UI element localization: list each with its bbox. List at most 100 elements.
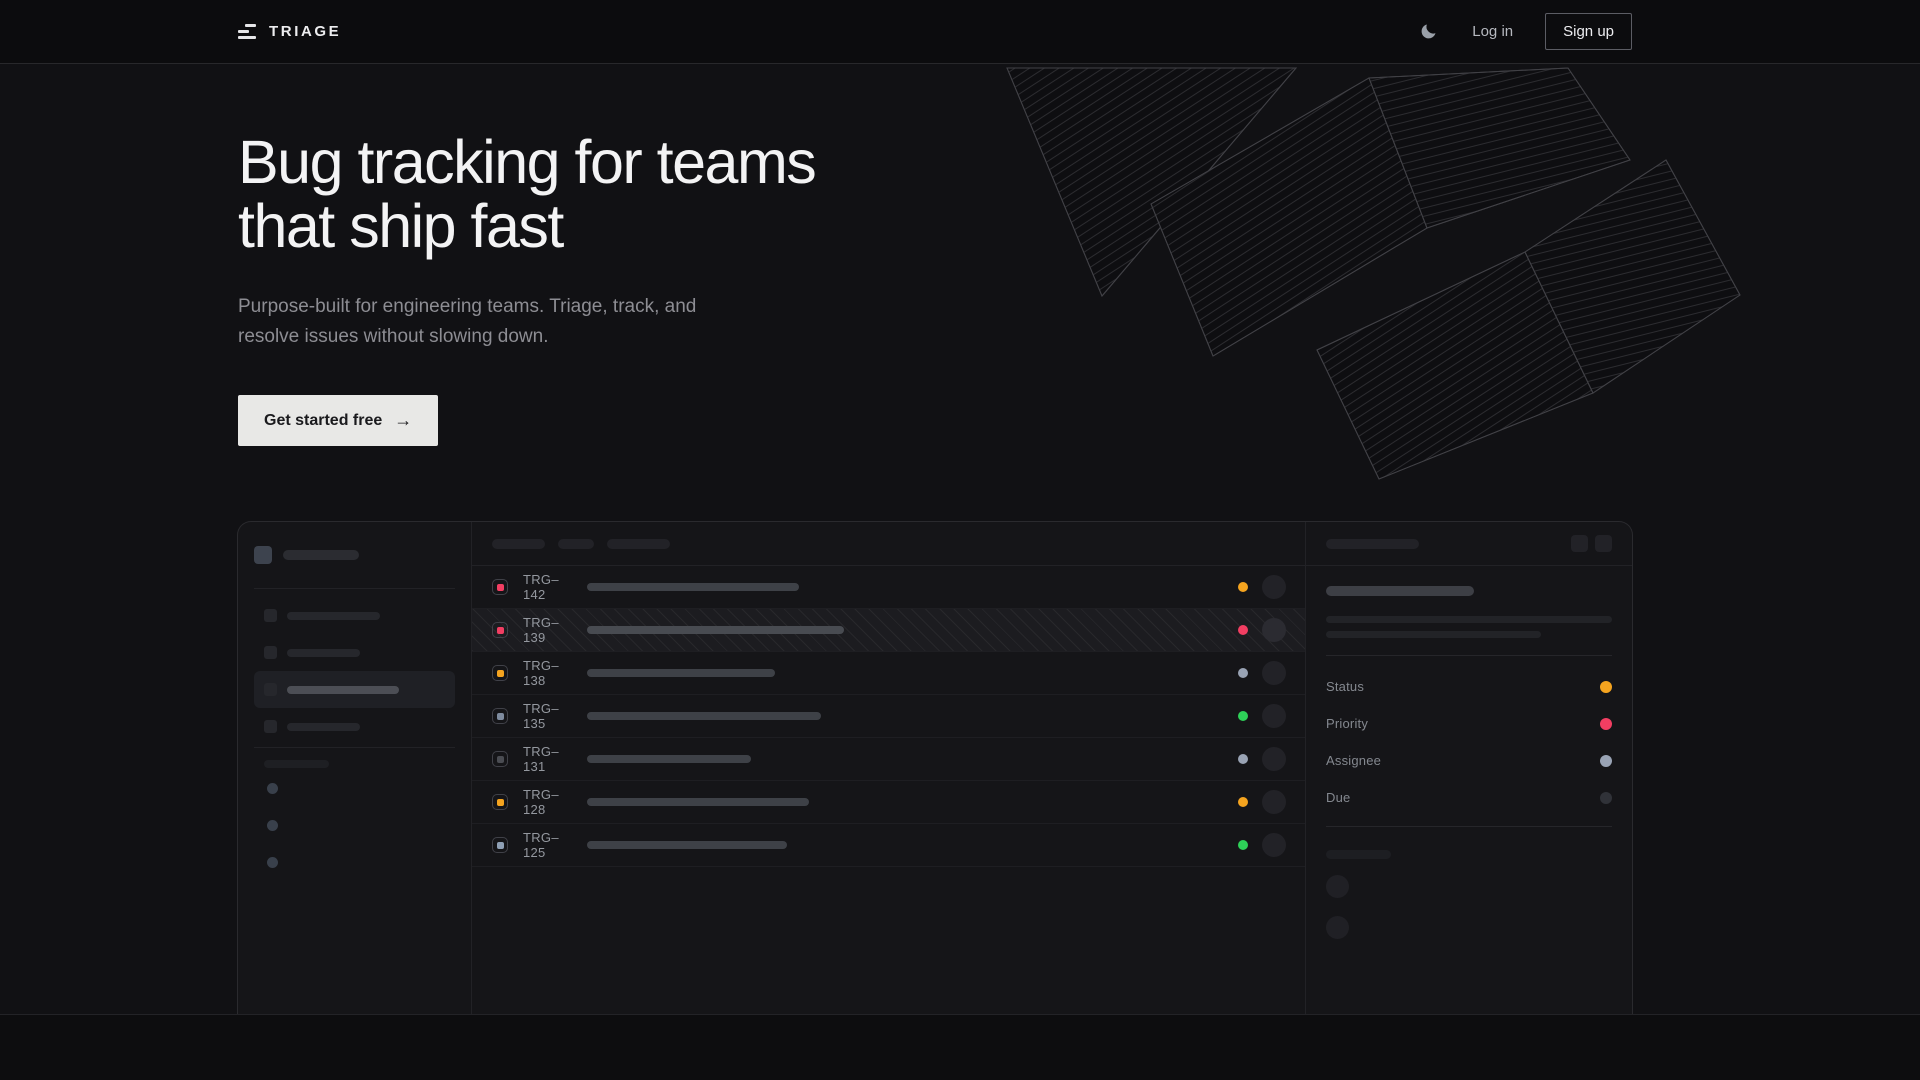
issue-priority-icon xyxy=(492,751,508,767)
detail-field-row: Due xyxy=(1326,779,1612,816)
sidebar-nav-item xyxy=(254,708,455,745)
filter-tab-skeleton xyxy=(492,538,545,549)
nav-item-icon xyxy=(264,609,277,622)
nav-item-icon xyxy=(264,646,277,659)
nav-item-label-skeleton xyxy=(287,722,360,731)
list-header xyxy=(472,522,1305,566)
log-in-link[interactable]: Log in xyxy=(1470,19,1515,44)
mock-sidebar xyxy=(238,522,472,1014)
issue-row: TRG–135 xyxy=(472,695,1305,738)
detail-action-icon xyxy=(1595,535,1612,552)
issue-id: TRG–142 xyxy=(523,572,559,602)
detail-field-row: Assignee xyxy=(1326,742,1612,779)
triage-logo-icon xyxy=(238,24,256,39)
get-started-button[interactable]: Get started free → xyxy=(238,395,439,446)
issue-status-dot xyxy=(1238,668,1248,678)
issue-id: TRG–139 xyxy=(523,615,559,645)
theme-toggle-moon-icon[interactable] xyxy=(1417,20,1440,43)
activity-avatar xyxy=(1326,875,1349,898)
issue-avatar xyxy=(1262,575,1286,599)
detail-field-row: Status xyxy=(1326,668,1612,705)
issue-id: TRG–138 xyxy=(523,658,559,688)
brand: TRIAGE xyxy=(238,23,341,40)
issue-priority-icon xyxy=(492,665,508,681)
top-nav: TRIAGE Log in Sign up xyxy=(0,0,1920,64)
detail-divider xyxy=(1326,826,1612,827)
issue-title-skeleton xyxy=(587,712,821,720)
activity-label-skeleton xyxy=(1326,850,1391,859)
detail-field-label: Status xyxy=(1326,679,1365,694)
issue-priority-icon xyxy=(492,579,508,595)
issue-title-skeleton xyxy=(587,841,787,849)
issue-row: TRG–139 xyxy=(472,609,1305,652)
issue-priority-icon xyxy=(492,622,508,638)
sidebar-nav-item-active xyxy=(254,671,455,708)
workspace-name-skeleton xyxy=(283,550,359,560)
label-dot xyxy=(267,783,278,794)
issue-avatar xyxy=(1262,661,1286,685)
activity-avatar xyxy=(1326,916,1349,939)
wireframe-decoration xyxy=(1006,67,1741,480)
issue-status-dot xyxy=(1238,625,1248,635)
detail-breadcrumb-skeleton xyxy=(1326,538,1419,549)
issue-title-skeleton xyxy=(587,583,799,591)
detail-field-value-dot xyxy=(1600,680,1612,693)
nav-item-icon xyxy=(264,720,277,733)
issue-status-dot xyxy=(1238,582,1248,592)
sidebar-workspace-row xyxy=(254,546,455,564)
footer xyxy=(0,1015,1920,1080)
sidebar-divider xyxy=(254,747,455,748)
nav-item-label-skeleton xyxy=(287,648,360,657)
filter-tab-skeleton xyxy=(558,538,594,549)
issue-status-dot xyxy=(1238,840,1248,850)
issue-priority-icon xyxy=(492,794,508,810)
issue-status-dot xyxy=(1238,754,1248,764)
issue-row: TRG–125 xyxy=(472,824,1305,867)
nav-actions: Log in Sign up xyxy=(1417,13,1632,50)
issue-row: TRG–138 xyxy=(472,652,1305,695)
detail-field-label: Assignee xyxy=(1326,753,1382,768)
issue-id: TRG–131 xyxy=(523,744,559,774)
sidebar-nav-item xyxy=(254,634,455,671)
issue-status-dot xyxy=(1238,711,1248,721)
issue-id: TRG–128 xyxy=(523,787,559,817)
nav-item-label-skeleton xyxy=(287,685,399,694)
detail-actions xyxy=(1571,535,1612,552)
issue-id: TRG–135 xyxy=(523,701,559,731)
issue-avatar xyxy=(1262,833,1286,857)
detail-header xyxy=(1306,522,1632,566)
detail-field-value-dot xyxy=(1600,791,1612,804)
detail-description-skeleton xyxy=(1326,616,1612,623)
sidebar-nav-item xyxy=(254,597,455,634)
issue-title-skeleton xyxy=(587,669,775,677)
sidebar-nav xyxy=(254,597,455,745)
nav-item-label-skeleton xyxy=(287,611,380,620)
detail-field-label: Priority xyxy=(1326,716,1369,731)
issue-avatar xyxy=(1262,747,1286,771)
filter-tab-skeleton xyxy=(607,538,670,549)
sidebar-label-dots xyxy=(267,783,455,868)
brand-name: TRIAGE xyxy=(269,23,342,40)
detail-field-value-dot xyxy=(1600,717,1612,730)
detail-action-icon xyxy=(1571,535,1588,552)
workspace-avatar-icon xyxy=(254,546,272,564)
nav-item-icon xyxy=(264,683,277,696)
issue-title-skeleton xyxy=(587,755,751,763)
sidebar-divider xyxy=(254,588,455,589)
detail-divider xyxy=(1326,655,1612,656)
issue-row: TRG–128 xyxy=(472,781,1305,824)
arrow-right-icon: → xyxy=(394,410,413,430)
issue-row: TRG–142 xyxy=(472,566,1305,609)
sidebar-section-label-skeleton xyxy=(264,760,329,768)
issue-title-skeleton xyxy=(587,626,844,634)
sign-up-button[interactable]: Sign up xyxy=(1545,13,1632,50)
label-dot xyxy=(267,820,278,831)
